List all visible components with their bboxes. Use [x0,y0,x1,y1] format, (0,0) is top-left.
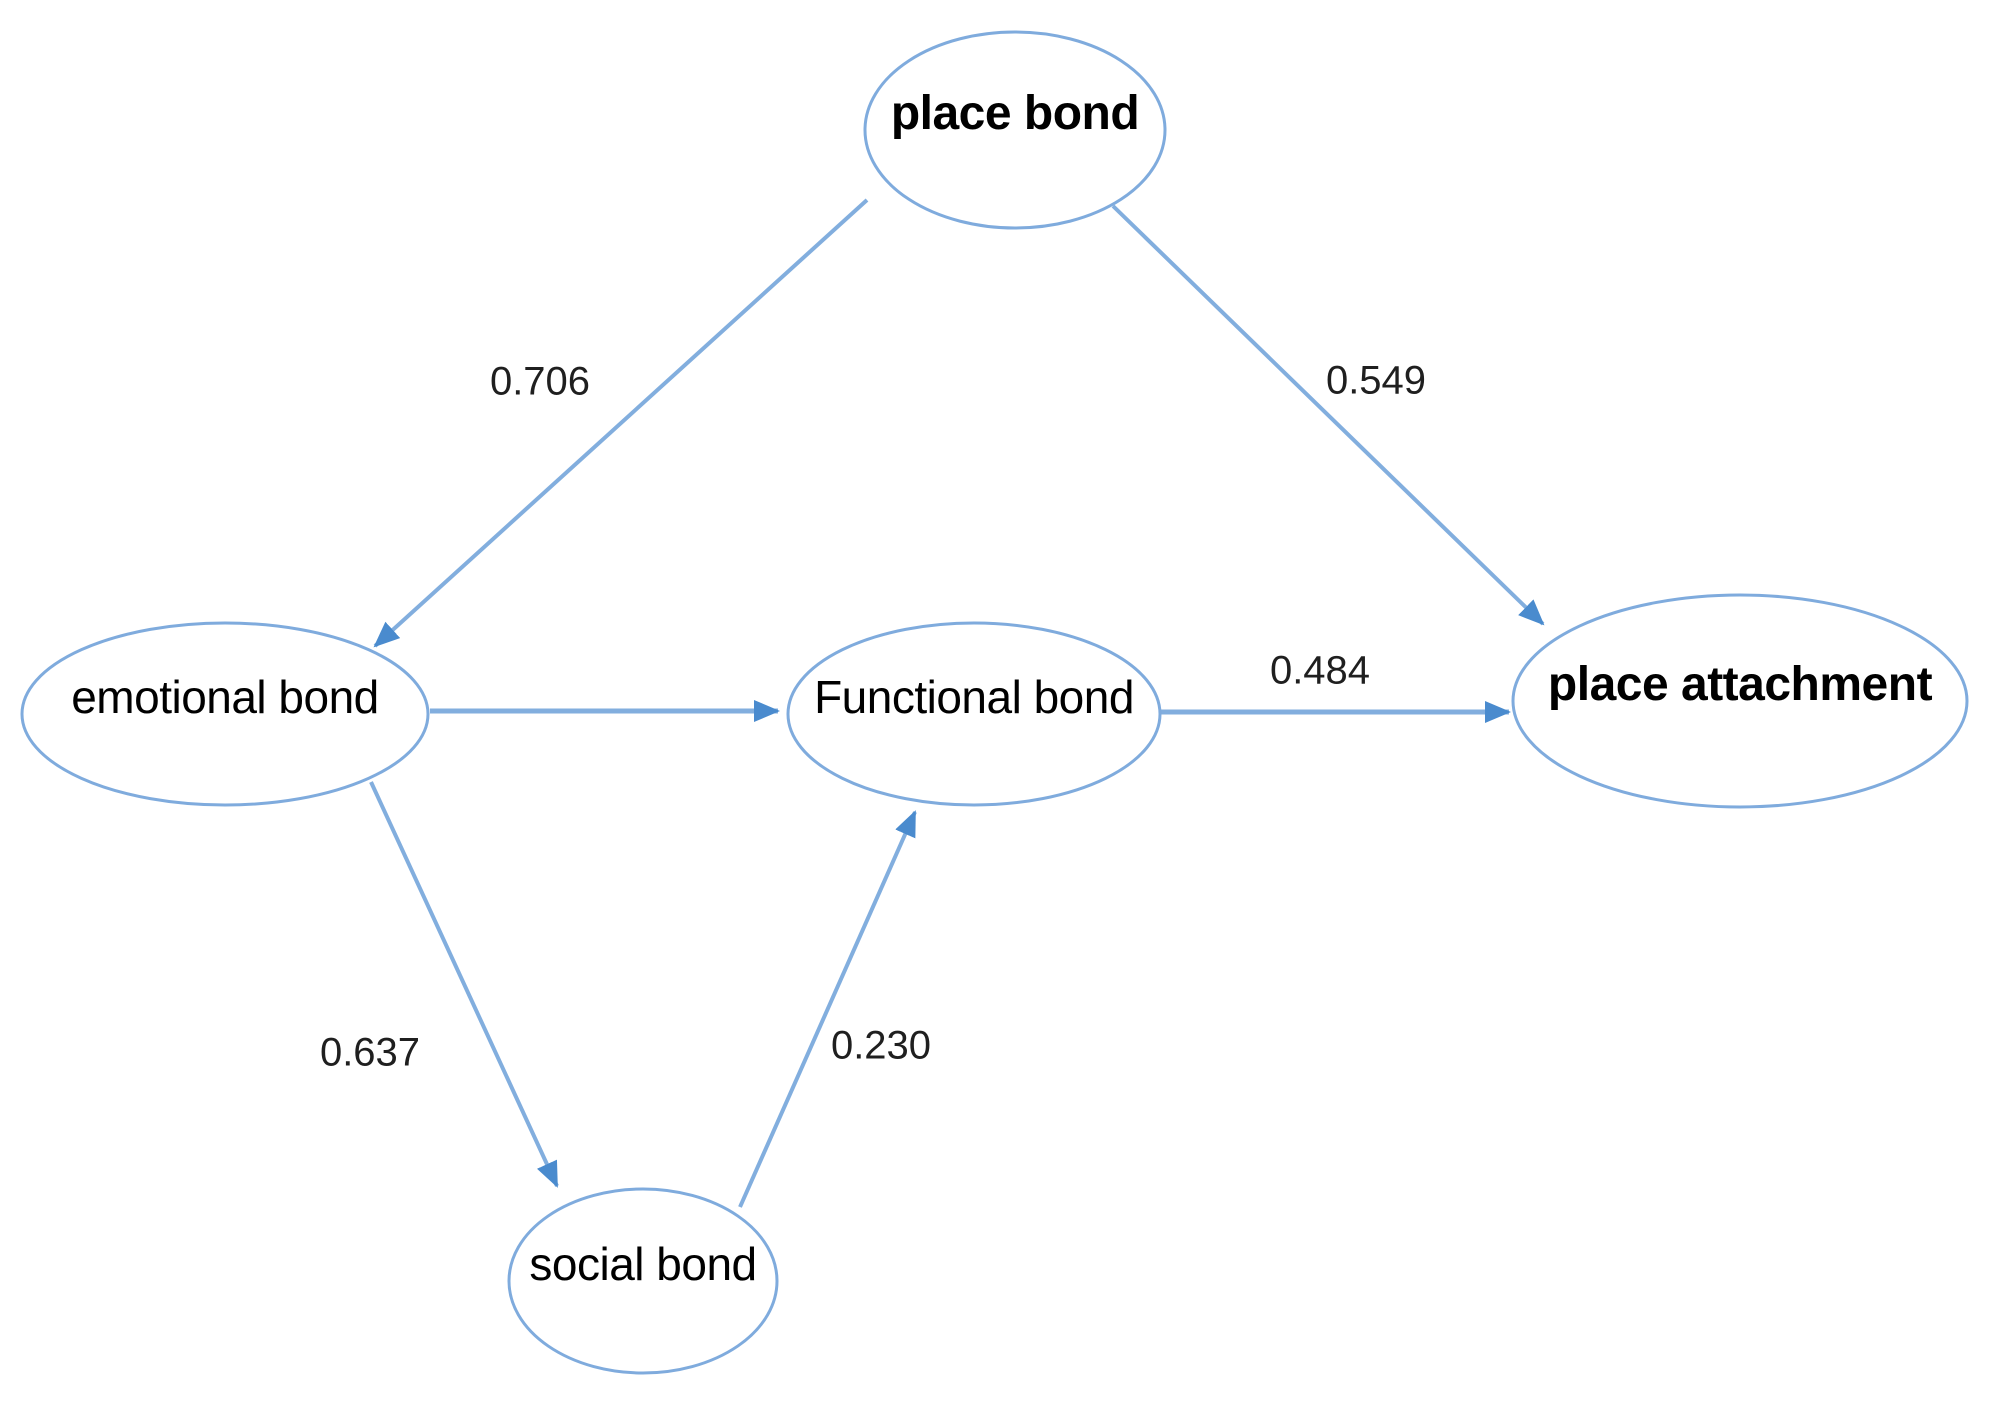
node-place-bond-ellipse [863,30,1167,230]
node-functional-bond-ellipse [786,621,1162,807]
edge-place-bond-to-emotional-bond [373,198,869,648]
edge-emotional-bond-to-social-bond [369,781,559,1188]
edge-social-bond-to-functional-bond [738,810,917,1208]
node-place-attachment-ellipse [1511,593,1969,809]
edge-place-bond-to-place-attachment [1111,204,1545,626]
node-social-bond-ellipse [507,1187,779,1375]
node-emotional-bond-ellipse [20,621,430,807]
